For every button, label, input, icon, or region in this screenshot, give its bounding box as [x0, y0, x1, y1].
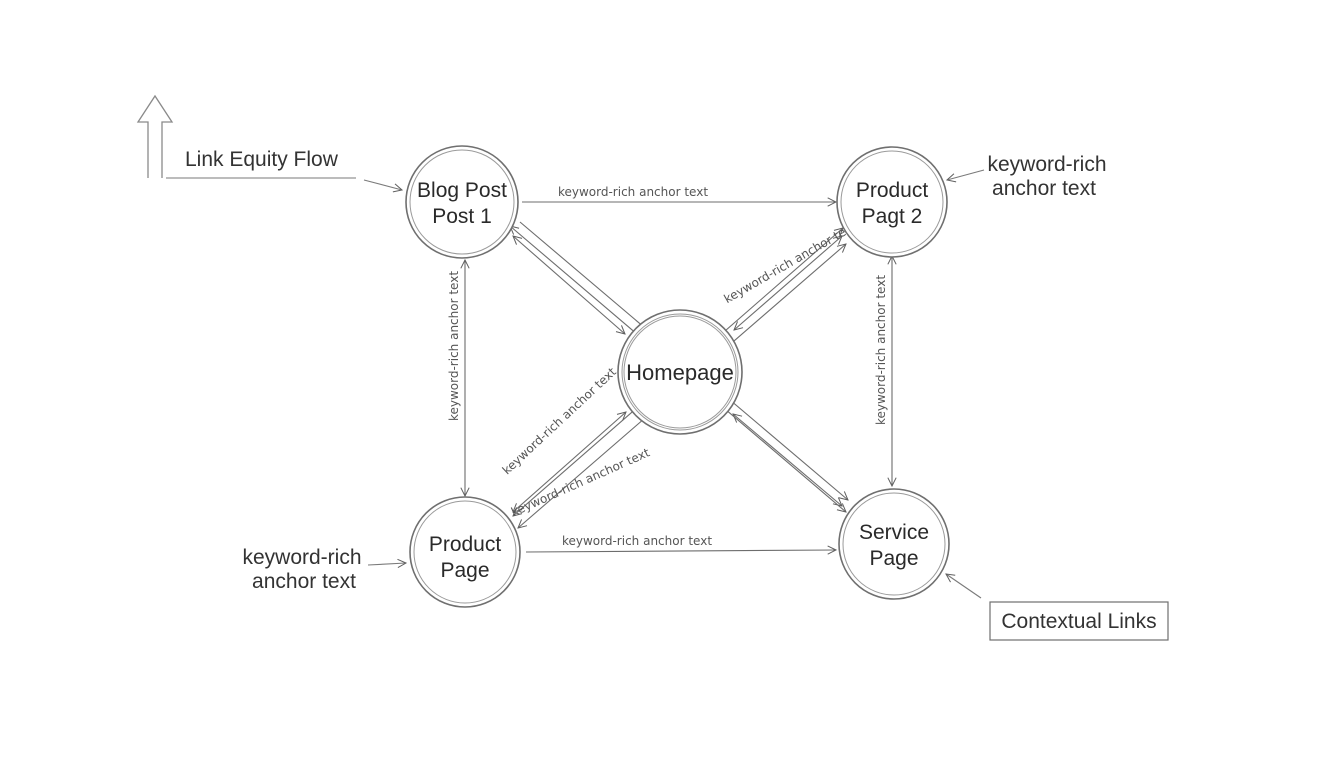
callout-bottom-left-line2: anchor text: [252, 570, 356, 593]
callout-link-equity-flow-text: Link Equity Flow: [185, 148, 339, 171]
edge-label-bottom: keyword-rich anchor text: [562, 534, 712, 548]
callout-bottom-left-line1: keyword-rich: [242, 546, 361, 569]
node-product-bottom-line1: Product: [429, 533, 502, 556]
edge-blog-homepage: [513, 236, 625, 334]
node-product-top-line1: Product: [856, 179, 929, 202]
node-product-bottom-line2: Page: [440, 559, 489, 582]
edge-homepage-service: [733, 414, 842, 506]
callout-bottom-left: keyword-rich anchor text: [242, 546, 406, 593]
callout-top-right-line2: anchor text: [992, 177, 1096, 200]
node-service-line2: Page: [869, 547, 918, 570]
callout-link-equity-flow: Link Equity Flow: [166, 148, 402, 190]
node-homepage[interactable]: Homepage: [617, 309, 743, 435]
callout-top-right: keyword-rich anchor text: [947, 153, 1107, 200]
node-product-top[interactable]: Product Pagt 2: [836, 146, 948, 258]
edge-label-right-vertical: keyword-rich anchor text: [874, 275, 888, 425]
node-blog-post[interactable]: Blog Post Post 1: [405, 145, 519, 259]
link-equity-flow-arrow-icon: [136, 94, 174, 178]
node-service[interactable]: Service Page: [838, 488, 950, 600]
edge-product-bottom-to-service: [525, 550, 836, 552]
edge-label-hub-product-bottom: keyword-rich anchor text: [500, 365, 620, 478]
node-blog-post-line2: Post 1: [432, 205, 492, 228]
edge-label-top: keyword-rich anchor text: [558, 185, 708, 199]
node-product-top-line2: Pagt 2: [862, 205, 923, 228]
edge-label-left-vertical: keyword-rich anchor text: [447, 271, 461, 421]
node-blog-post-line1: Blog Post: [417, 179, 507, 202]
legend-contextual-links-label: Contextual Links: [1001, 610, 1156, 633]
node-service-line1: Service: [859, 521, 929, 544]
legend-contextual-links: Contextual Links: [946, 574, 1169, 641]
node-product-bottom[interactable]: Product Page: [409, 496, 521, 608]
callout-top-right-line1: keyword-rich: [987, 153, 1106, 176]
node-homepage-label: Homepage: [626, 360, 734, 385]
